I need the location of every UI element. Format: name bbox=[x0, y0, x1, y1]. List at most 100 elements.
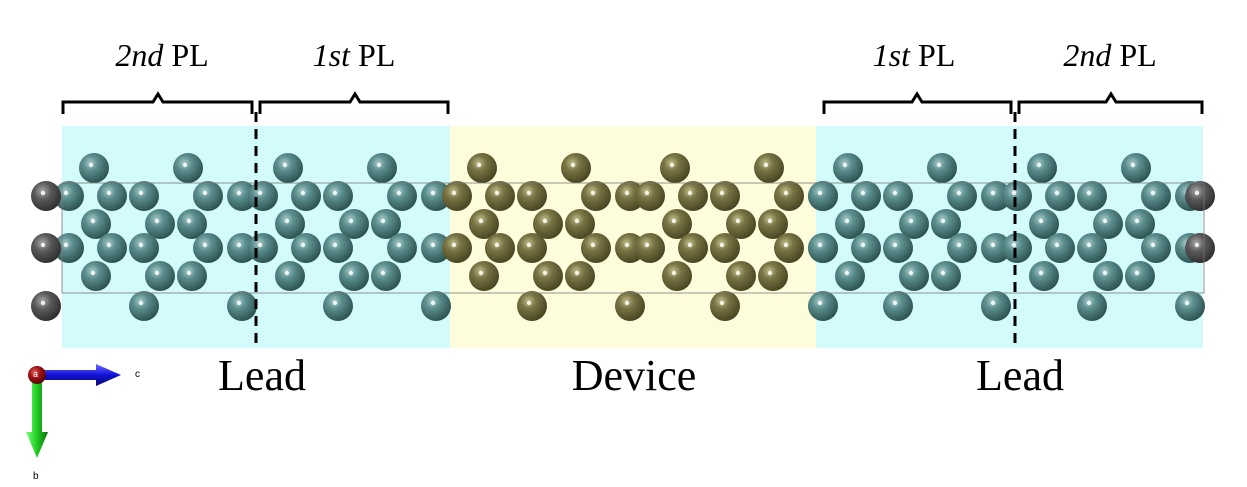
lead-atom bbox=[1141, 233, 1171, 263]
atom-highlight bbox=[1130, 162, 1136, 168]
atom-highlight bbox=[1194, 242, 1200, 248]
atom-highlight bbox=[860, 242, 866, 248]
brace-1st-pl-right bbox=[822, 91, 1013, 114]
lead-atom bbox=[421, 181, 451, 211]
atom-highlight bbox=[478, 270, 484, 276]
atom-highlight bbox=[40, 242, 46, 248]
device-atom bbox=[710, 233, 740, 263]
atom-highlight bbox=[90, 270, 96, 276]
lead-atom bbox=[145, 261, 175, 291]
atom-highlight bbox=[1054, 190, 1060, 196]
atom-highlight bbox=[590, 242, 596, 248]
atom-highlight bbox=[1134, 218, 1140, 224]
atom-highlight bbox=[494, 242, 500, 248]
lead-atom bbox=[851, 233, 881, 263]
atom-highlight bbox=[236, 242, 242, 248]
atom-highlight bbox=[624, 242, 630, 248]
device-atom bbox=[660, 153, 690, 183]
atom-highlight bbox=[90, 218, 96, 224]
atom-highlight bbox=[990, 190, 996, 196]
lead-atom bbox=[947, 233, 977, 263]
lead-atom bbox=[1125, 261, 1155, 291]
atom-highlight bbox=[1184, 300, 1190, 306]
lead-atom bbox=[97, 181, 127, 211]
atom-highlight bbox=[719, 300, 725, 306]
lead-atom bbox=[248, 181, 278, 211]
atom-highlight bbox=[671, 218, 677, 224]
device-atom bbox=[467, 153, 497, 183]
lead-atom bbox=[883, 291, 913, 321]
device-atom bbox=[678, 181, 708, 211]
atom-highlight bbox=[940, 218, 946, 224]
atom-highlight bbox=[783, 190, 789, 196]
axis-indicator bbox=[26, 364, 121, 458]
atom-highlight bbox=[956, 190, 962, 196]
lead-atom bbox=[899, 261, 929, 291]
atom-highlight bbox=[526, 190, 532, 196]
a-axis-origin bbox=[28, 366, 46, 384]
atom-highlight bbox=[990, 300, 996, 306]
lead-atom bbox=[227, 291, 257, 321]
device-atom bbox=[758, 261, 788, 291]
atom-highlight bbox=[1011, 242, 1017, 248]
lead-atom bbox=[54, 181, 84, 211]
atom-highlight bbox=[735, 270, 741, 276]
atom-highlight bbox=[817, 300, 823, 306]
atom-highlight bbox=[348, 270, 354, 276]
brace-2nd-pl-right bbox=[1017, 91, 1204, 114]
lead-atom bbox=[387, 181, 417, 211]
atom-highlight bbox=[300, 190, 306, 196]
atom-highlight bbox=[817, 242, 823, 248]
atom-highlight bbox=[1150, 242, 1156, 248]
atom-highlight bbox=[40, 300, 46, 306]
atom-highlight bbox=[1036, 162, 1042, 168]
device-atom bbox=[565, 209, 595, 239]
atom-highlight bbox=[624, 300, 630, 306]
atom-highlight bbox=[376, 162, 382, 168]
lead-atom bbox=[1029, 261, 1059, 291]
lead-atom bbox=[248, 233, 278, 263]
lead-atom bbox=[851, 181, 881, 211]
lead-atom bbox=[54, 233, 84, 263]
lead-atom bbox=[193, 233, 223, 263]
atom-highlight bbox=[669, 162, 675, 168]
atom-highlight bbox=[332, 242, 338, 248]
lead-atom bbox=[371, 261, 401, 291]
lead-atom bbox=[808, 181, 838, 211]
pl-label-2nd-left: 2nd PL bbox=[115, 37, 209, 73]
device-atom bbox=[517, 291, 547, 321]
lead-atom bbox=[387, 233, 417, 263]
lead-atom bbox=[421, 291, 451, 321]
device-atom bbox=[517, 181, 547, 211]
unit-cell-outline bbox=[61, 182, 1205, 294]
device-atom bbox=[774, 181, 804, 211]
boundary-atom bbox=[31, 181, 61, 211]
device-atom bbox=[517, 233, 547, 263]
lead-atom bbox=[947, 181, 977, 211]
boundary-atom bbox=[1185, 181, 1215, 211]
lead-atom bbox=[1027, 153, 1057, 183]
atom-highlight bbox=[735, 218, 741, 224]
atom-highlight bbox=[671, 270, 677, 276]
atom-highlight bbox=[138, 300, 144, 306]
lead-atom bbox=[323, 233, 353, 263]
atom-highlight bbox=[940, 270, 946, 276]
atom-highlight bbox=[476, 162, 482, 168]
atom-highlight bbox=[687, 242, 693, 248]
atom-highlight bbox=[348, 218, 354, 224]
atom-highlight bbox=[186, 218, 192, 224]
device-atom bbox=[442, 181, 472, 211]
lead-atom bbox=[97, 233, 127, 263]
boundary-atom bbox=[1185, 233, 1215, 263]
atom-highlight bbox=[300, 242, 306, 248]
atom-highlight bbox=[202, 190, 208, 196]
device-atom bbox=[581, 181, 611, 211]
axis-label-a: a bbox=[33, 369, 39, 379]
atom-highlight bbox=[526, 242, 532, 248]
lead-atom bbox=[1002, 181, 1032, 211]
lead-atom bbox=[927, 153, 957, 183]
device-atom bbox=[726, 209, 756, 239]
device-atom bbox=[581, 233, 611, 263]
pl-label-2nd-right: 2nd PL bbox=[1063, 37, 1157, 73]
atom-lattice bbox=[31, 153, 1215, 321]
